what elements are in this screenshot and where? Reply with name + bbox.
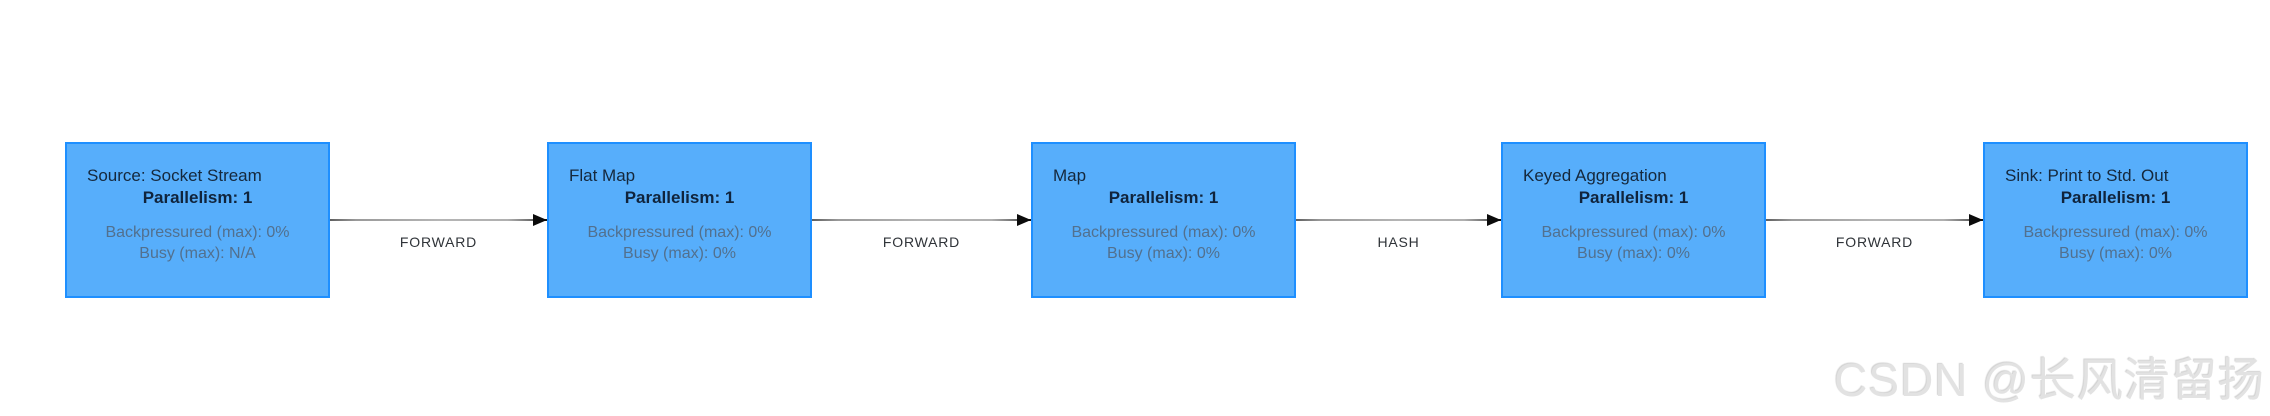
arrowhead-icon [1969, 214, 1983, 226]
edge-line [330, 219, 547, 221]
edge-line [812, 219, 1031, 221]
edge-label: FORWARD [399, 234, 478, 250]
edge-label: FORWARD [1835, 234, 1914, 250]
job-vertex-map[interactable]: Map Parallelism: 1 Backpressured (max): … [1031, 142, 1296, 298]
vertex-metrics: Backpressured (max): 0% Busy (max): 0% [1523, 222, 1744, 264]
vertex-metrics: Backpressured (max): 0% Busy (max): 0% [1053, 222, 1274, 264]
vertex-metrics: Backpressured (max): 0% Busy (max): 0% [2005, 222, 2226, 264]
vertex-busy-metric: Busy (max): 0% [623, 245, 736, 262]
vertex-backpressured-metric: Backpressured (max): 0% [1071, 224, 1256, 241]
vertex-busy-metric: Busy (max): 0% [1107, 245, 1220, 262]
job-vertex-keyed-aggregation[interactable]: Keyed Aggregation Parallelism: 1 Backpre… [1501, 142, 1766, 298]
job-vertex-source-socket-stream[interactable]: Source: Socket Stream Parallelism: 1 Bac… [65, 142, 330, 298]
vertex-backpressured-metric: Backpressured (max): 0% [587, 224, 772, 241]
vertex-parallelism: Parallelism: 1 [1108, 188, 1219, 207]
edge-label: FORWARD [882, 234, 961, 250]
vertex-name: Sink: Print to Std. Out [2005, 166, 2169, 185]
vertex-name: Map [1053, 166, 1087, 185]
edge-keyed-aggregation-to-sink: FORWARD [1766, 142, 1983, 298]
vertex-busy-metric: Busy (max): 0% [1577, 245, 1690, 262]
job-vertex-sink-print-to-std-out[interactable]: Sink: Print to Std. Out Parallelism: 1 B… [1983, 142, 2248, 298]
vertex-name: Source: Socket Stream [87, 166, 262, 185]
job-graph: Source: Socket Stream Parallelism: 1 Bac… [65, 142, 2248, 298]
edge-flatmap-to-map: FORWARD [812, 142, 1031, 298]
vertex-busy-metric: Busy (max): 0% [2059, 245, 2172, 262]
vertex-name: Flat Map [569, 166, 636, 185]
edge-line [1766, 219, 1983, 221]
vertex-name: Keyed Aggregation [1523, 166, 1667, 185]
vertex-backpressured-metric: Backpressured (max): 0% [2023, 224, 2208, 241]
arrowhead-icon [533, 214, 547, 226]
edge-source-to-flatmap: FORWARD [330, 142, 547, 298]
vertex-metrics: Backpressured (max): 0% Busy (max): 0% [569, 222, 790, 264]
vertex-parallelism: Parallelism: 1 [624, 188, 735, 207]
vertex-backpressured-metric: Backpressured (max): 0% [105, 224, 290, 241]
edge-label: HASH [1377, 234, 1420, 250]
vertex-busy-metric: Busy (max): N/A [139, 245, 256, 262]
vertex-parallelism: Parallelism: 1 [142, 188, 253, 207]
vertex-parallelism: Parallelism: 1 [1578, 188, 1689, 207]
job-vertex-flat-map[interactable]: Flat Map Parallelism: 1 Backpressured (m… [547, 142, 812, 298]
edge-map-to-keyed-aggregation: HASH [1296, 142, 1501, 298]
vertex-metrics: Backpressured (max): 0% Busy (max): N/A [87, 222, 308, 264]
vertex-backpressured-metric: Backpressured (max): 0% [1541, 224, 1726, 241]
vertex-parallelism: Parallelism: 1 [2060, 188, 2171, 207]
edge-line [1296, 219, 1501, 221]
arrowhead-icon [1017, 214, 1031, 226]
csdn-watermark: CSDN @长风清留扬 [1834, 354, 2265, 407]
arrowhead-icon [1487, 214, 1501, 226]
